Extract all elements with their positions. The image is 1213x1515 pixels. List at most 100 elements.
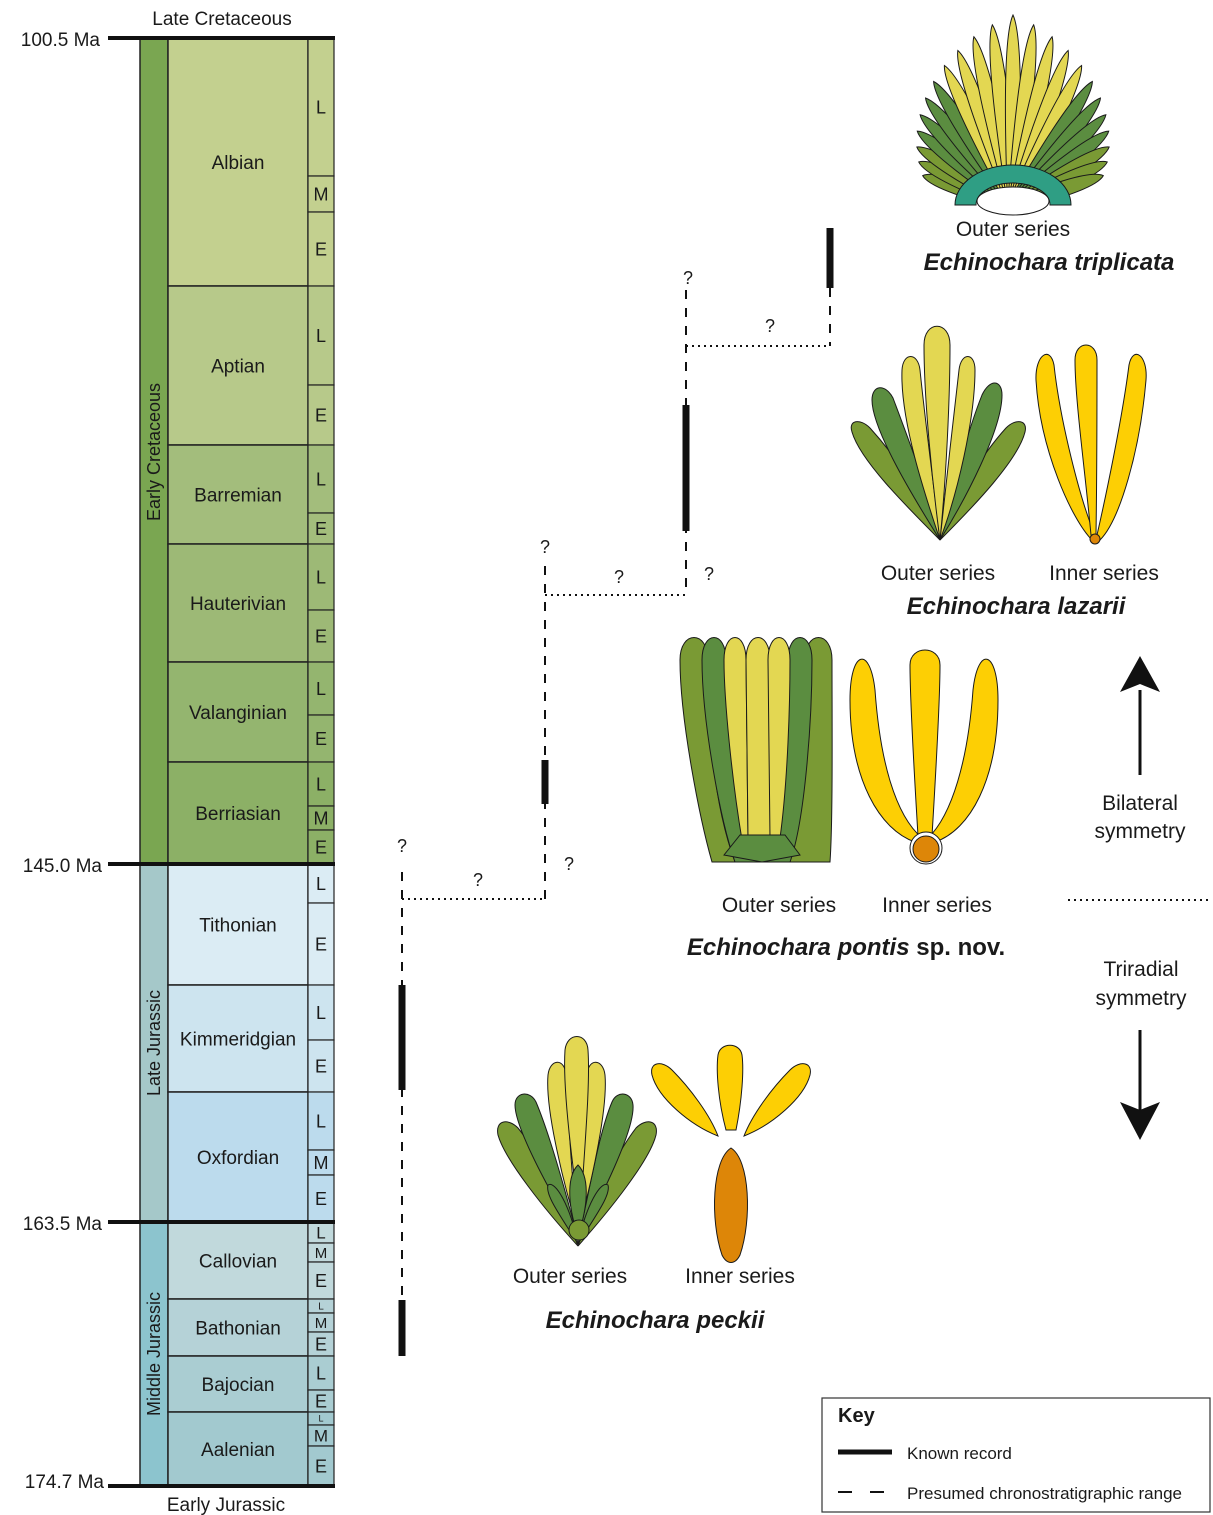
question-mark: ?	[564, 854, 574, 874]
symmetry-upper-line1: Bilateral	[1102, 792, 1178, 815]
peckii-outer-illustration	[498, 1037, 657, 1247]
substage-label: L	[316, 874, 326, 894]
triplicata-base-opening	[977, 187, 1049, 215]
arrow-up-icon	[1120, 656, 1160, 692]
stage-label: Albian	[212, 153, 265, 174]
stage-label: Callovian	[199, 1252, 277, 1273]
stage-label: Hauterivian	[190, 594, 286, 615]
epoch-label-middle-jurassic: Middle Jurassic	[144, 1292, 164, 1416]
taxon-species: triplicata	[1074, 249, 1174, 276]
question-mark: ?	[683, 268, 693, 288]
pontis-outer-illustration	[680, 638, 832, 863]
substage-label: L	[316, 1003, 326, 1023]
substage-label: E	[315, 1456, 327, 1476]
substage-label: M	[314, 1153, 329, 1173]
taxon-genus: Echinochara	[546, 1307, 690, 1334]
taxon-genus: Echinochara	[687, 934, 831, 961]
pontis-taxon-name: Echinochara pontis sp. nov.	[687, 934, 1005, 961]
substage-label: L	[316, 326, 326, 346]
question-mark: ?	[614, 567, 624, 587]
stage-label: Bajocian	[202, 1375, 275, 1396]
substage-label: E	[315, 934, 327, 954]
substage-label: L	[316, 97, 326, 117]
stage-label: Barremian	[194, 486, 282, 507]
triplicata-illustration	[913, 15, 1114, 215]
age-label-145-0: 145.0 Ma	[23, 856, 103, 877]
stage-label: Bathonian	[195, 1319, 281, 1340]
stage-label: Aalenian	[201, 1440, 275, 1461]
epoch-label-early-cretaceous: Early Cretaceous	[144, 383, 164, 521]
taxon-genus: Echinochara	[907, 593, 1051, 620]
stage-label: Berriasian	[195, 804, 281, 825]
symmetry-lower-line1: Triradial	[1103, 958, 1178, 981]
substage-label: M	[314, 808, 329, 828]
era-label-bottom: Early Jurassic	[167, 1495, 285, 1515]
era-label-top: Late Cretaceous	[152, 9, 291, 30]
pontis-inner-bract	[910, 650, 940, 836]
peckii-inner-base	[715, 1148, 748, 1263]
substage-label: E	[315, 729, 327, 749]
lazarii-outer-illustration	[851, 326, 1025, 540]
symmetry-upper-line2: symmetry	[1095, 820, 1186, 843]
lazarii-taxon-name: Echinochara lazarii	[907, 593, 1127, 620]
substage-label: L	[316, 774, 326, 794]
pontis-outer-series-label: Outer series	[722, 894, 836, 917]
taxon-species: lazarii	[1057, 593, 1126, 620]
stage-column: AlbianAptianBarremianHauterivianValangin…	[168, 38, 308, 1486]
age-label-163-5: 163.5 Ma	[23, 1214, 103, 1235]
substage-label: L	[316, 679, 326, 699]
substage-label: E	[315, 405, 327, 425]
key-title: Key	[838, 1405, 876, 1427]
peckii-inner-bract	[744, 1064, 810, 1136]
triplicata-taxon-name: Echinochara triplicata	[924, 249, 1175, 276]
substage-label: E	[315, 239, 327, 259]
pontis-outer-bract	[746, 638, 770, 839]
substage-label: E	[315, 1391, 327, 1411]
stage-label: Tithonian	[199, 916, 276, 937]
question-mark: ?	[540, 537, 550, 557]
lazarii-inner-base	[1090, 534, 1100, 544]
taxon-suffix: sp. nov.	[916, 934, 1005, 961]
substage-label: L	[316, 567, 326, 587]
stage-label: Valanginian	[189, 703, 287, 724]
substage-label: L	[316, 1111, 326, 1131]
stage-label: Aptian	[211, 357, 265, 378]
age-label-174-7: 174.7 Ma	[25, 1472, 105, 1493]
substage-label: E	[315, 837, 327, 857]
peckii-outer-base	[569, 1220, 589, 1240]
substage-label: M	[315, 1245, 328, 1262]
taxon-genus: Echinochara	[924, 249, 1068, 276]
substage-label: E	[315, 1334, 327, 1354]
pontis-inner-base	[913, 836, 939, 862]
substage-column: LMELELELELELMELELELMELMELMELELME	[308, 38, 334, 1486]
substage-label: E	[315, 1056, 327, 1076]
stage-label: Oxfordian	[197, 1148, 279, 1169]
substage-label: E	[315, 1271, 327, 1291]
question-mark: ?	[765, 316, 775, 336]
lazarii-outer-series-label: Outer series	[881, 562, 995, 585]
substage-label: M	[314, 1427, 328, 1446]
substage-label: M	[315, 1315, 328, 1332]
peckii-outer-series-label: Outer series	[513, 1265, 627, 1288]
symmetry-lower-line2: symmetry	[1096, 987, 1187, 1010]
lazarii-inner-series-label: Inner series	[1049, 562, 1159, 585]
peckii-taxon-name: Echinochara peckii	[546, 1307, 766, 1334]
substage-label: L	[316, 1363, 326, 1383]
peckii-inner-bract	[652, 1064, 718, 1136]
lazarii-inner-illustration	[1036, 345, 1146, 544]
pontis-inner-series-label: Inner series	[882, 894, 992, 917]
substage-label: E	[315, 519, 327, 539]
substage-label: L	[318, 1414, 323, 1424]
taxon-species: peckii	[695, 1307, 765, 1334]
age-label-100-5: 100.5 Ma	[21, 30, 101, 51]
peckii-inner-illustration	[652, 1045, 811, 1262]
substage-label: L	[318, 1302, 324, 1313]
substage-label: E	[315, 1189, 327, 1209]
substage-label: E	[315, 626, 327, 646]
stage-label: Kimmeridgian	[180, 1030, 296, 1051]
epoch-label-late-jurassic: Late Jurassic	[144, 990, 164, 1096]
question-mark: ?	[397, 836, 407, 856]
lazarii-inner-bract	[1097, 354, 1146, 540]
peckii-inner-series-label: Inner series	[685, 1265, 795, 1288]
